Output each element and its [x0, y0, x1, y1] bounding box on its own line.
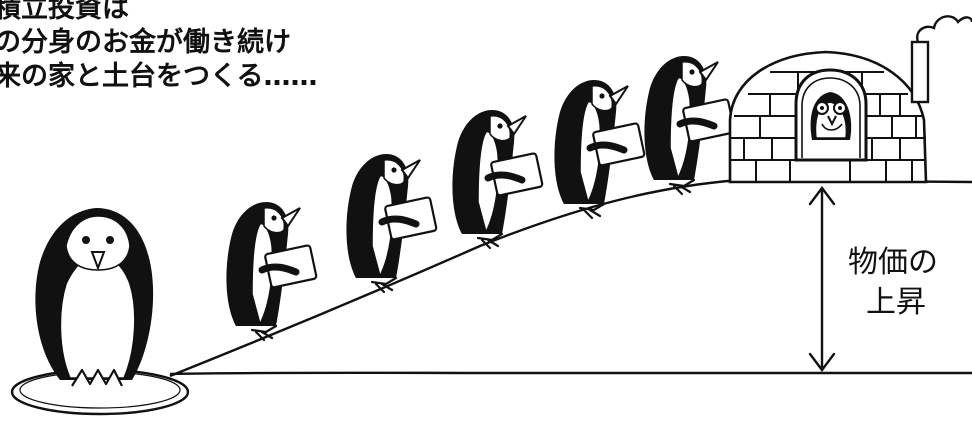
- climbing-penguin-5: [644, 56, 734, 194]
- climbing-penguin-1: [226, 202, 316, 340]
- caption-line-3: 来の家と土台をつくる……: [0, 61, 318, 92]
- price-rise-arrow: [808, 186, 836, 372]
- ground-line: [169, 371, 972, 376]
- igloo: [728, 15, 972, 184]
- caption-line-1: 積立投資は: [0, 0, 129, 24]
- slope-line: [169, 178, 741, 378]
- caption-line-2: の分身のお金が働き続け: [0, 27, 291, 58]
- caption-text: 積立投資は の分身のお金が働き続け 来の家と土台をつくる……: [0, 0, 317, 94]
- annotation-line-1: 物価の: [848, 245, 938, 280]
- standing-penguin: [35, 208, 154, 387]
- owl: [810, 92, 852, 140]
- annotation-line-2: 上昇: [866, 285, 926, 320]
